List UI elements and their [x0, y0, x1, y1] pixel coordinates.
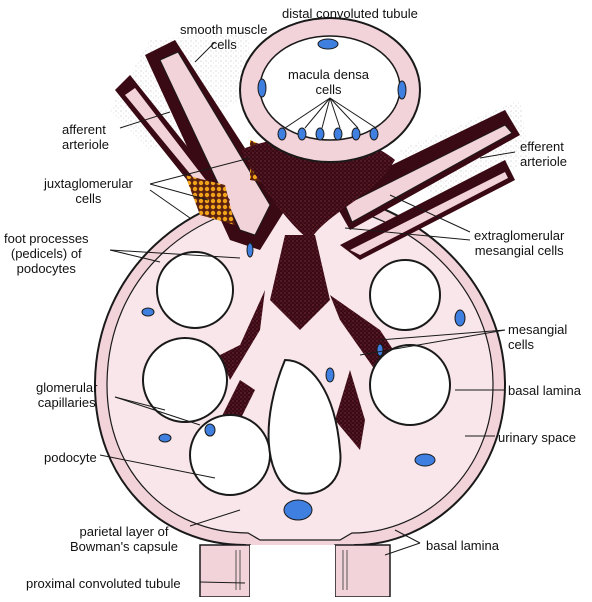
label-urinary-space: urinary space — [498, 430, 576, 445]
label-basal-lamina-right: basal lamina — [508, 383, 581, 398]
label-proximal-convoluted-tubule: proximal convoluted tubule — [26, 576, 181, 591]
label-podocyte: podocyte — [44, 450, 97, 465]
label-basal-lamina-bottom: basal lamina — [426, 538, 499, 553]
proximal-tubule — [200, 545, 390, 597]
label-distal-convoluted-tubule: distal convoluted tubule — [282, 6, 418, 21]
